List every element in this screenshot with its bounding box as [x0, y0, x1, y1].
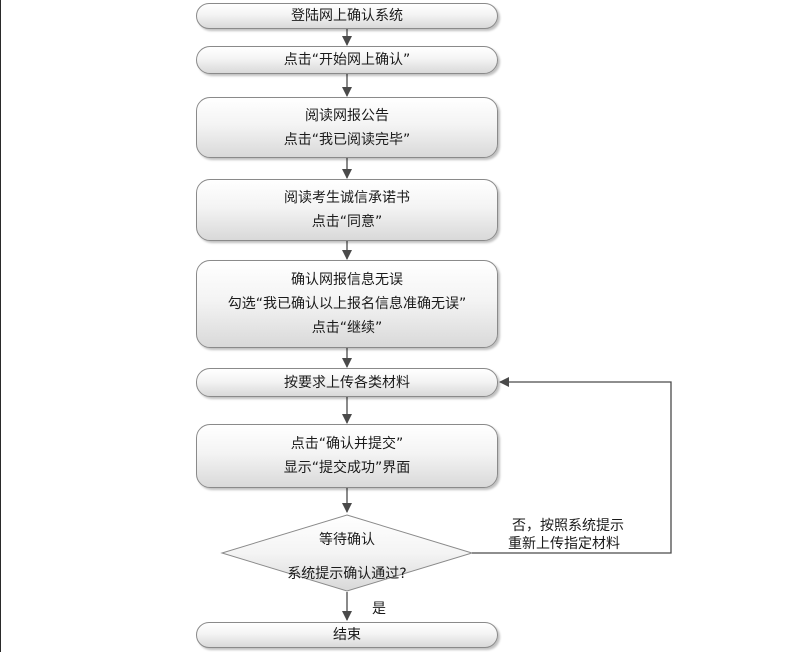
- step-text: 确认网报信息无误: [291, 272, 403, 288]
- step-text: 点击“继续”: [311, 320, 383, 336]
- end-node: 结束: [196, 622, 498, 648]
- step-text: 勾选“我已确认以上报名信息准确无误”: [227, 296, 467, 312]
- step-confirm-info: 确认网报信息无误 勾选“我已确认以上报名信息准确无误” 点击“继续”: [196, 260, 498, 348]
- decision-label-question: 系统提示确认通过?: [287, 566, 407, 582]
- no-branch-label-line2: 重新上传指定材料: [508, 536, 620, 552]
- step-upload-materials: 按要求上传各类材料: [196, 368, 498, 397]
- step-text: 点击“确认并提交”: [290, 436, 404, 452]
- end-text: 结束: [333, 627, 361, 643]
- yes-label: 是: [372, 601, 386, 617]
- step-text: 登陆网上确认系统: [291, 8, 403, 24]
- step-text: 点击“同意”: [311, 214, 383, 230]
- step-text: 点击“我已阅读完毕”: [283, 131, 411, 148]
- page-left-border: [0, 0, 1, 652]
- loop-back-connector: [472, 377, 672, 554]
- step-submit: 点击“确认并提交” 显示“提交成功”界面: [196, 424, 498, 488]
- step-read-pledge: 阅读考生诚信承诺书 点击“同意”: [196, 179, 498, 241]
- step-text: 阅读网报公告: [305, 107, 389, 124]
- step-text: 显示“提交成功”界面: [283, 460, 411, 476]
- step-text: 阅读考生诚信承诺书: [284, 190, 410, 206]
- step-read-notice: 阅读网报公告 点击“我已阅读完毕”: [196, 97, 498, 158]
- step-start-confirm: 点击“开始网上确认”: [196, 46, 498, 74]
- no-branch-label-line1: 否，按照系统提示: [512, 518, 624, 534]
- step-text: 点击“开始网上确认”: [283, 52, 411, 68]
- step-login-system: 登陆网上确认系统: [196, 3, 498, 29]
- decision-label-wait: 等待确认: [319, 532, 375, 548]
- step-text: 按要求上传各类材料: [284, 374, 410, 391]
- decision-diamond: [220, 514, 474, 592]
